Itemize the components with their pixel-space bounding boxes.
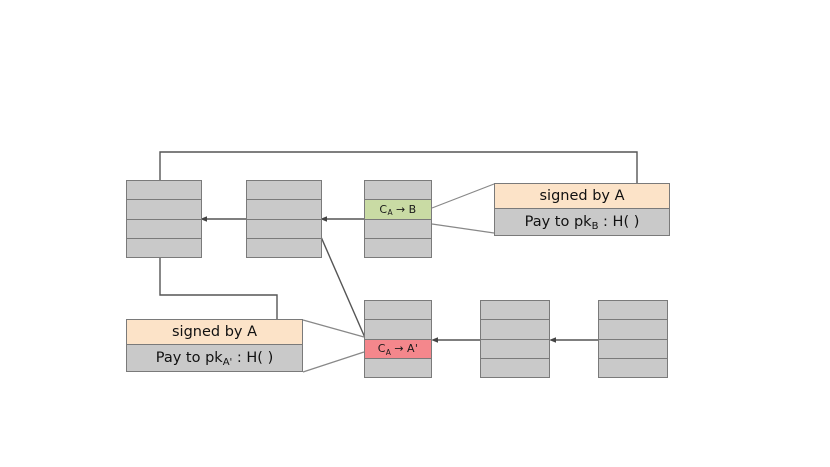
callout-leader-top — [431, 183, 495, 234]
pay-to-subscript: B — [591, 221, 599, 233]
transaction-label: CA→A' — [377, 342, 419, 357]
pay-to-row: Pay to pkA' : H( ) — [127, 345, 302, 371]
transaction-detail-top[interactable]: signed by A Pay to pkB : H( ) — [494, 183, 670, 236]
block-cell — [127, 200, 201, 220]
block-cell — [247, 219, 321, 239]
block-cell — [365, 320, 431, 340]
block-cell — [481, 320, 549, 340]
block-cell — [599, 358, 667, 377]
block-cell — [127, 181, 201, 201]
pay-to-suffix: : H( ) — [232, 349, 274, 366]
block-cell — [127, 238, 201, 257]
block-cell — [365, 301, 431, 321]
tx-to: A' — [406, 342, 419, 356]
pay-to-prefix: Pay to pk — [155, 349, 223, 366]
callout-leader-bottom — [302, 319, 365, 373]
block-bottom-3[interactable] — [598, 300, 668, 378]
block-cell — [599, 339, 667, 359]
tx-from: C — [379, 202, 388, 216]
signed-by-label: signed by A — [539, 187, 625, 204]
tx-arrow-icon: → — [394, 342, 404, 356]
block-top-2[interactable] — [246, 180, 322, 258]
block-cell — [365, 181, 431, 201]
fork-arrow-bottom1-to-top2 — [316, 227, 367, 341]
block-cell — [247, 200, 321, 220]
block-cell — [127, 219, 201, 239]
signed-by-row: signed by A — [495, 184, 669, 209]
tx-arrow-icon: → — [396, 202, 406, 216]
transaction-cell-c-a-to-b[interactable]: CA→B — [365, 200, 431, 220]
transaction-detail-bottom[interactable]: signed by A Pay to pkA' : H( ) — [126, 319, 303, 372]
block-cell — [599, 320, 667, 340]
block-cell — [481, 301, 549, 321]
pay-to-suffix: : H( ) — [598, 213, 640, 230]
block-cell — [247, 238, 321, 257]
transaction-label: CA→B — [379, 202, 417, 218]
block-cell — [481, 339, 549, 359]
tx-to: B — [408, 202, 417, 216]
pay-to-subscript: A' — [222, 357, 233, 369]
block-cell — [365, 238, 431, 257]
tx-from-subscript: A — [387, 208, 394, 218]
block-bottom-1[interactable]: CA→A' — [364, 300, 432, 378]
pay-to-label: Pay to pkA' : H( ) — [155, 349, 274, 369]
block-top-1[interactable] — [126, 180, 202, 258]
block-cell — [481, 358, 549, 377]
block-cell — [365, 358, 431, 377]
tx-from-subscript: A — [385, 347, 392, 357]
block-top-3[interactable]: CA→B — [364, 180, 432, 258]
block-cell — [365, 219, 431, 239]
signed-by-label: signed by A — [171, 323, 258, 340]
block-bottom-2[interactable] — [480, 300, 550, 378]
block-cell — [247, 181, 321, 201]
pay-to-label: Pay to pkB : H( ) — [524, 213, 640, 233]
signed-by-row: signed by A — [127, 320, 302, 345]
pay-to-prefix: Pay to pk — [524, 213, 592, 230]
transaction-cell-c-a-to-a-prime[interactable]: CA→A' — [365, 339, 431, 359]
pay-to-row: Pay to pkB : H( ) — [495, 209, 669, 235]
block-cell — [599, 301, 667, 321]
tx-from: C — [377, 342, 386, 356]
